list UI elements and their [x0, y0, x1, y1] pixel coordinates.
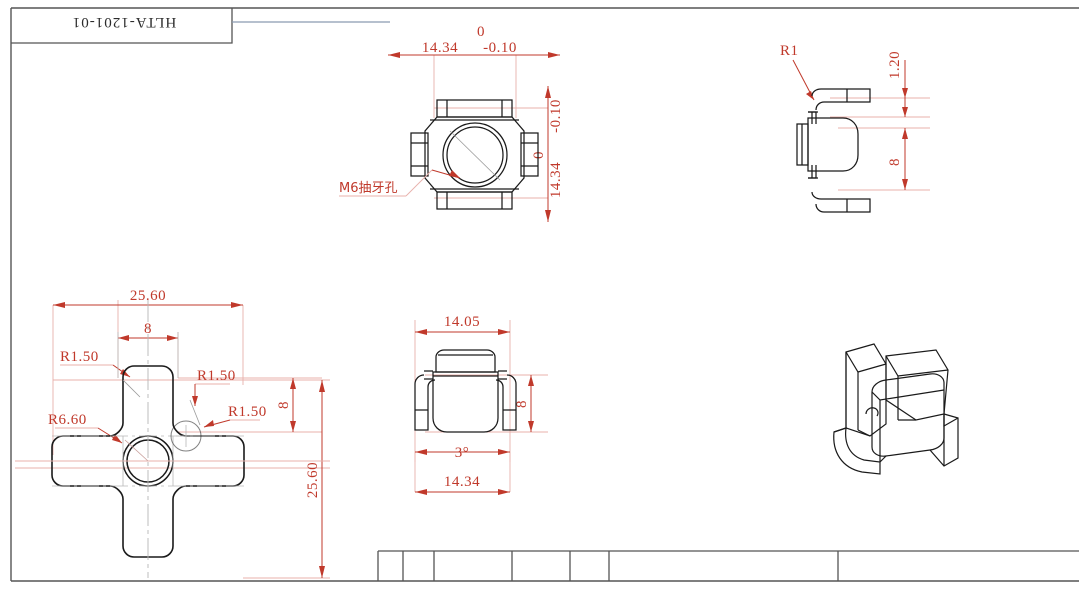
- blv-overall-height-value: 25.60: [305, 462, 321, 498]
- blv-radius-callout-2: R1.50: [192, 368, 236, 406]
- trv-part-outline: [796, 88, 871, 213]
- tcv-center-hole: [442, 122, 508, 188]
- blv-arm-width-right-dimension: 8: [276, 378, 296, 432]
- tcv-m6-note: M6抽牙孔: [339, 169, 461, 197]
- tcv-width-tol-lower: -0.10: [483, 40, 517, 56]
- tcv-height-tol-lower: -0.10: [548, 99, 564, 133]
- bcv-body-height-dimension: 8: [514, 375, 534, 432]
- bottom-left-view: 25.60 25.60 8 8 R1.50: [15, 288, 330, 579]
- drawing-number: HLTA-1201-01: [72, 14, 176, 30]
- trv-radius-value: R1: [780, 43, 799, 59]
- tcv-height-tol-upper: 0: [531, 151, 547, 159]
- tcv-extension-lines: [433, 55, 548, 199]
- tcv-hole-diagonal: [449, 130, 501, 181]
- blv-center-lines: [15, 300, 330, 578]
- tcv-width-value: 14.34: [422, 40, 458, 56]
- top-center-view: 0 14.34 -0.10 0 -0.10 14.34: [339, 24, 564, 222]
- trv-body-height-dimension: 8: [887, 128, 908, 190]
- blv-radius-callout-1: R1.50: [60, 349, 131, 378]
- bcv-bottom-width-value: 14.34: [444, 474, 480, 490]
- blv-cross-outline: [51, 365, 245, 558]
- blv-radius-callout-3: R1.50: [203, 404, 267, 428]
- top-right-view: 1.20 8 R1: [780, 43, 930, 213]
- tcv-m6-note-label: M6抽牙孔: [339, 181, 398, 196]
- trv-tab-thickness-dimension: 1.20: [887, 51, 908, 117]
- title-code-box: HLTA-1201-01: [11, 8, 390, 44]
- bottom-right-view: [833, 343, 959, 475]
- trv-tab-thickness-value: 1.20: [887, 51, 903, 79]
- blv-radius-2-value: R1.50: [197, 368, 236, 384]
- blv-overall-height-dimension: 25.60: [305, 380, 325, 578]
- tcv-part-outline: [410, 99, 539, 210]
- bcv-body-height-value: 8: [514, 400, 530, 408]
- trv-body-height-value: 8: [887, 158, 903, 166]
- bcv-part-outline: [414, 349, 517, 433]
- blv-overall-width-value: 25.60: [130, 288, 166, 304]
- tcv-horizontal-dimension: 0 14.34 -0.10: [388, 24, 560, 58]
- blv-radius-3-value: R1.50: [228, 404, 267, 420]
- bcv-draft-angle-dimension: 3°: [415, 445, 510, 461]
- blv-radius-1-value: R1.50: [60, 349, 99, 365]
- bcv-top-width-value: 14.05: [444, 314, 480, 330]
- bcv-top-width-dimension: 14.05: [415, 314, 510, 335]
- tcv-width-tol-upper: 0: [477, 24, 485, 40]
- bottom-center-view: 14.05 8 3° 14.34: [414, 314, 548, 495]
- tcv-height-value: 14.34: [548, 162, 564, 198]
- blv-inner-radius-value: R6.60: [48, 412, 87, 428]
- title-block: [377, 550, 1079, 581]
- bcv-draft-angle-value: 3°: [455, 445, 470, 461]
- trv-radius-callout: R1: [780, 43, 815, 101]
- blv-arm-width-right-value: 8: [276, 401, 292, 409]
- bcv-bottom-width-dimension: 14.34: [415, 474, 510, 495]
- drawing-frame: [10, 7, 1079, 582]
- tcv-vertical-dimension: 0 -0.10 14.34: [531, 86, 564, 222]
